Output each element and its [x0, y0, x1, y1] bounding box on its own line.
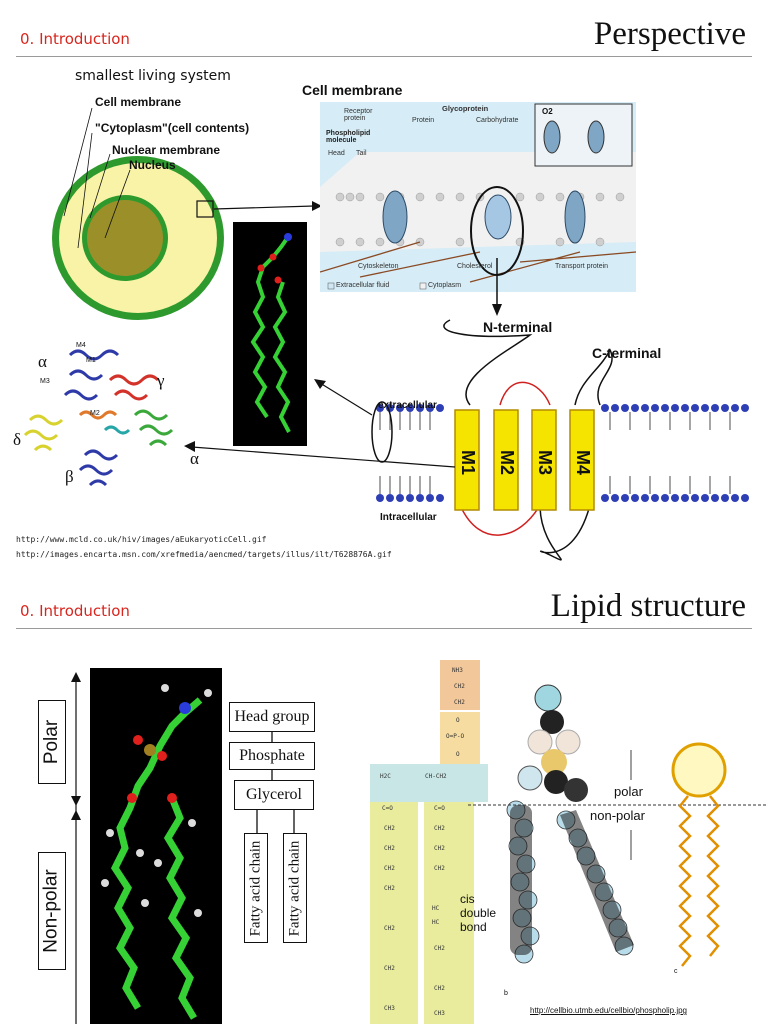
svg-text:O: O	[456, 751, 460, 758]
svg-text:CH3: CH3	[434, 1010, 445, 1017]
svg-text:CH2: CH2	[384, 825, 395, 832]
membrane-title: Cell membrane	[302, 82, 403, 98]
m1-label: M1	[86, 357, 96, 364]
svg-text:HC: HC	[432, 905, 440, 912]
cell-caption: smallest living system	[75, 68, 231, 84]
nuclear-membrane-label: Nuclear membrane	[112, 143, 221, 157]
nonpolar-model-label: non-polar	[590, 808, 645, 823]
transport-label: Transport protein	[555, 263, 609, 270]
delta-label: δ	[13, 430, 22, 449]
svg-text:C=O: C=O	[382, 805, 393, 812]
svg-text:H2C: H2C	[380, 773, 391, 780]
cytoplasm-legend-label: Cytoplasm	[428, 282, 462, 289]
membrane-illustration	[320, 102, 636, 292]
slide-title-2: Lipid structure	[550, 588, 746, 624]
segment-m3: M3	[534, 449, 555, 475]
c-terminal-label: C-terminal	[592, 345, 662, 361]
receptor-label: Receptor protein	[344, 108, 373, 122]
connector-arrows	[184, 379, 456, 468]
lipid-stick-model-small	[233, 222, 307, 446]
alpha-label-1: α	[38, 352, 47, 371]
svg-text:CH2: CH2	[434, 865, 445, 872]
svg-text:CH2: CH2	[384, 865, 395, 872]
down-arrow	[492, 258, 502, 316]
source-url-3[interactable]: http://cellbio.utmb.edu/cellbio/phosphol…	[530, 1006, 687, 1015]
gamma-label: γ	[157, 371, 165, 390]
svg-text:CH2: CH2	[384, 925, 395, 932]
section-label: 0. Introduction	[20, 30, 130, 48]
extracellular-fluid-label: Extracellular fluid	[336, 282, 390, 289]
alpha-label-2: α	[190, 449, 199, 468]
svg-text:C=O: C=O	[434, 805, 445, 812]
nucleus-shape	[87, 200, 163, 276]
carbohydrate-label: Carbohydrate	[476, 117, 519, 124]
lipid-stick-model-large	[90, 668, 222, 1024]
m4-label: M4	[76, 342, 86, 349]
nucleus-label: Nucleus	[129, 158, 176, 172]
cell-diagram	[52, 107, 224, 320]
source-url-2: http://images.encarta.msn.com/xrefmedia/…	[16, 550, 392, 559]
receptor-membrane-diagram	[371, 319, 749, 561]
n-terminal-label: N-terminal	[483, 319, 553, 335]
fatty-acid-box-1: Fatty acid chain	[244, 833, 268, 943]
intracellular-label: Intracellular	[380, 512, 437, 523]
polar-box: Polar	[38, 700, 66, 784]
svg-text:CH2: CH2	[454, 683, 465, 690]
svg-text:CH2: CH2	[384, 965, 395, 972]
title-rule-2	[16, 628, 752, 629]
receptor-subunits	[23, 349, 174, 487]
space-filling-model	[506, 684, 634, 964]
source-url-1: http://www.mcld.co.uk/hiv/images/aEukary…	[16, 535, 267, 544]
svg-text:CH2: CH2	[454, 699, 465, 706]
glycoprotein-label: Glycoprotein	[442, 104, 489, 113]
cell-membrane-label: Cell membrane	[95, 95, 182, 109]
extracellular-label: extracellular	[378, 400, 437, 411]
cytoskeleton-label: Cytoskeleton	[358, 263, 399, 270]
cholesterol-label: Cholesterol	[457, 263, 493, 270]
slide-title: Perspective	[593, 16, 746, 52]
beta-label: β	[65, 467, 74, 486]
svg-text:CH2: CH2	[384, 845, 395, 852]
svg-text:O=P-O: O=P-O	[446, 733, 464, 740]
cytoplasm-label: "Cytoplasm"(cell contents)	[95, 121, 250, 135]
polar-model-label: polar	[614, 784, 643, 799]
svg-text:CH2: CH2	[434, 825, 445, 832]
zoom-box	[196, 200, 214, 218]
title-rule	[16, 56, 752, 57]
polarity-axis	[71, 672, 81, 1024]
fatty-acid-box-2: Fatty acid chain	[283, 833, 307, 943]
svg-text:CH2: CH2	[434, 945, 445, 952]
section-label-2: 0. Introduction	[20, 602, 130, 620]
svg-text:O: O	[456, 717, 460, 724]
phospholipid-label: Phospholipid molecule	[326, 130, 371, 144]
svg-text:CH-CH2: CH-CH2	[425, 773, 447, 780]
segment-m2: M2	[496, 449, 517, 475]
schematic-connectors	[256, 732, 295, 834]
svg-text:CH2: CH2	[434, 845, 445, 852]
m3-label: M3	[40, 378, 50, 385]
phosphate-box: Phosphate	[229, 742, 315, 770]
svg-text:HC: HC	[432, 919, 440, 926]
head-label: Head	[328, 150, 345, 157]
glycerol-box: Glycerol	[234, 780, 314, 810]
phospholipid-schematic	[671, 742, 727, 967]
panel-c-label: c	[674, 968, 678, 975]
svg-text:CH3: CH3	[384, 1005, 395, 1012]
svg-text:CH2: CH2	[384, 885, 395, 892]
protein-label: Protein	[412, 117, 435, 124]
o2-label: O2	[542, 107, 553, 116]
segment-m4: M4	[572, 449, 593, 475]
svg-text:NH3: NH3	[452, 667, 463, 674]
nonpolar-box: Non-polar	[38, 852, 66, 970]
head-group-box: Head group	[229, 702, 315, 732]
zoom-arrow	[213, 201, 322, 211]
svg-text:CH2: CH2	[434, 985, 445, 992]
m2-label: M2	[90, 410, 100, 417]
cis-double-bond-label: cis double bond	[460, 892, 497, 934]
tail-label: Tail	[356, 150, 367, 157]
panel-b-label: b	[504, 990, 508, 997]
